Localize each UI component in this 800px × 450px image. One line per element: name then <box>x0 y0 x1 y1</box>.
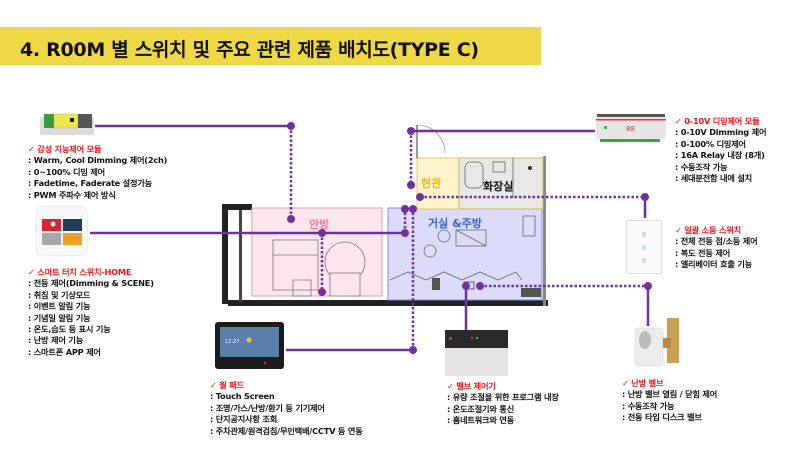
room-label-bathroom: 화장실 <box>483 180 514 193</box>
smart-touch-switch-line: : 스마트폰 APP 제어 <box>28 346 101 357</box>
dimming-module-image <box>40 112 94 136</box>
smart-touch-switch-line: : 전등 제어(Dimming & SCENE) <box>28 278 154 289</box>
smart-touch-switch-line: : 온도,습도 등 표시 기능 <box>28 324 111 335</box>
analog-dimmer-description: ✓ 0-10V 디밍제어 모듈 : 0-10V Dimming 제어 : 0-1… <box>675 116 766 184</box>
master-switch-description: ✓ 일괄 소등 스위치 : 전체 전등 점/소등 제어 : 복도 전등 제어 :… <box>675 225 758 271</box>
master-switch-line: : 엘리베이터 호출 기능 <box>675 259 753 270</box>
analog-dimmer-image: 88 <box>596 114 666 142</box>
dimming-module-line: : Warm, Cool Dimming 제어(2ch) <box>28 155 168 166</box>
heating-valve-description: ✓ 난방 밸브 : 난방 밸브 열림 / 닫힘 제어 : 수동조작 가능 : 전… <box>622 378 717 424</box>
master-switch-heading: ✓ 일괄 소등 스위치 <box>675 225 741 235</box>
master-switch-image <box>626 220 662 274</box>
smart-touch-switch-line: : 취침 및 기상모드 <box>28 289 91 300</box>
dimming-module-line: : PWM 주파수 제어 방식 <box>28 189 116 200</box>
master-switch-line: : 전체 전등 점/소등 제어 <box>675 236 758 247</box>
valve-controller-heading: ✓ 밸브 제어기 <box>447 381 496 391</box>
title-banner <box>0 27 541 65</box>
analog-dimmer-line: : 0-100% 디밍제어 <box>675 138 746 149</box>
analog-dimmer-line: : 수동조작 가능 <box>675 161 728 172</box>
valve-controller-line: : 온도조절기와 통신 <box>447 403 515 414</box>
wall-pad-line: : Touch Screen <box>210 391 275 402</box>
analog-dimmer-line: : 16A Relay 내장 (8개) <box>675 150 765 161</box>
smart-touch-switch-line: : 기념일 알림 기능 <box>28 312 91 323</box>
wall-pad-line: : 단지공지사항 조회 <box>210 414 278 425</box>
wall-pad-line: : 조명/가스/난방/환기 등 기기제어 <box>210 402 325 413</box>
smart-touch-switch-description: ✓ 스마트 터치 스위치-HOME : 전등 제어(Dimming & SCEN… <box>28 267 154 358</box>
wall-pad-description: ✓ 월 패드 : Touch Screen : 조명/가스/난방/환기 등 기기… <box>210 380 363 437</box>
room-label-living-kitchen: 거실 &주방 <box>428 217 482 230</box>
heating-valve-line: : 전동 타입 디스크 밸브 <box>622 412 702 423</box>
smart-touch-switch-line: : 이벤트 알림 기능 <box>28 301 91 312</box>
heating-valve-line: : 수동조작 가능 <box>622 400 675 411</box>
heating-valve-line: : 난방 밸브 열림 / 닫힘 제어 <box>622 389 718 400</box>
dimming-module-description: ✓ 감성 지능제어 모듈 : Warm, Cool Dimming 제어(2ch… <box>28 144 167 201</box>
dimming-module-heading: ✓ 감성 지능제어 모듈 <box>28 144 102 154</box>
valve-controller-description: ✓ 밸브 제어기 : 유량 조절을 위한 프로그램 내장 : 온도조절기와 통신… <box>447 381 559 427</box>
dimmer-display: 88 <box>626 125 635 133</box>
wall-pad-line: : 주차관제/원격검침/무인택배/CCTV 등 연동 <box>210 425 363 436</box>
smart-touch-switch-line: : 난방 제어 기능 <box>28 335 84 346</box>
page-title: 4. R00M 별 스위치 및 주요 관련 제품 배치도(TYPE C) <box>20 39 479 61</box>
master-switch-line: : 복도 전등 제어 <box>675 247 731 258</box>
valve-controller-image <box>445 330 508 376</box>
analog-dimmer-heading: ✓ 0-10V 디밍제어 모듈 <box>675 116 760 126</box>
valve-controller-line: : 홈네트워크와 연동 <box>447 415 515 426</box>
wallpad-time: 12:27 <box>225 339 239 345</box>
smart-touch-switch-image <box>37 207 87 255</box>
analog-dimmer-line: : 0-10V Dimming 제어 <box>675 127 767 138</box>
dimming-module-line: : 0~100% 디밍 제어 <box>28 166 106 177</box>
room-label-anbang: 안방 <box>309 218 330 231</box>
valve-controller-line: : 유량 조절을 위한 프로그램 내장 <box>447 392 559 403</box>
analog-dimmer-line: : 세대분전함 내에 설치 <box>675 173 753 184</box>
smart-touch-switch-heading: ✓ 스마트 터치 스위치-HOME <box>28 267 132 277</box>
heating-valve-image <box>633 316 693 370</box>
heating-valve-heading: ✓ 난방 밸브 <box>622 378 664 388</box>
dimming-module-line: : Fadetime, Faderate 설정가능 <box>28 178 153 189</box>
wall-pad-image: 12:27 <box>215 322 284 369</box>
room-label-entrance: 현관 <box>421 177 442 190</box>
wall-pad-heading: ✓ 월 패드 <box>210 380 244 390</box>
